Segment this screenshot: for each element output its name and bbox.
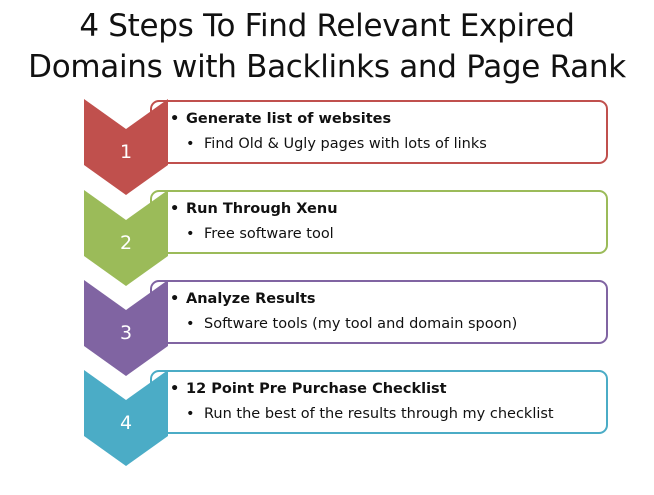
step-4-box: •12 Point Pre Purchase Checklist •Run th…	[150, 370, 608, 434]
step-3-number: 3	[119, 322, 133, 344]
step-2-chevron: 2	[84, 190, 168, 286]
step-4-heading: •12 Point Pre Purchase Checklist	[170, 381, 447, 397]
step-2-box: •Run Through Xenu •Free software tool	[150, 190, 608, 254]
step-1-detail: •Find Old & Ugly pages with lots of link…	[186, 136, 487, 152]
step-2-number: 2	[119, 232, 133, 254]
step-2-detail: •Free software tool	[186, 226, 334, 242]
step-3-box: •Analyze Results •Software tools (my too…	[150, 280, 608, 344]
step-2-heading: •Run Through Xenu	[170, 201, 338, 217]
step-3-heading: •Analyze Results	[170, 291, 316, 307]
step-4-chevron: 4	[84, 370, 168, 466]
step-3-chevron: 3	[84, 280, 168, 376]
step-1-box: •Generate list of websites •Find Old & U…	[150, 100, 608, 164]
step-1-chevron: 1	[84, 99, 168, 195]
step-1-number: 1	[119, 141, 133, 163]
step-3-detail: •Software tools (my tool and domain spoo…	[186, 316, 518, 332]
step-4-detail: •Run the best of the results through my …	[186, 406, 554, 422]
title-line-2: Domains with Backlinks and Page Rank	[28, 49, 626, 85]
diagram-title: 4 Steps To Find Relevant Expired Domains…	[0, 6, 654, 88]
step-4-number: 4	[119, 412, 133, 434]
step-1-heading: •Generate list of websites	[170, 111, 392, 127]
title-line-1: 4 Steps To Find Relevant Expired	[79, 8, 575, 44]
